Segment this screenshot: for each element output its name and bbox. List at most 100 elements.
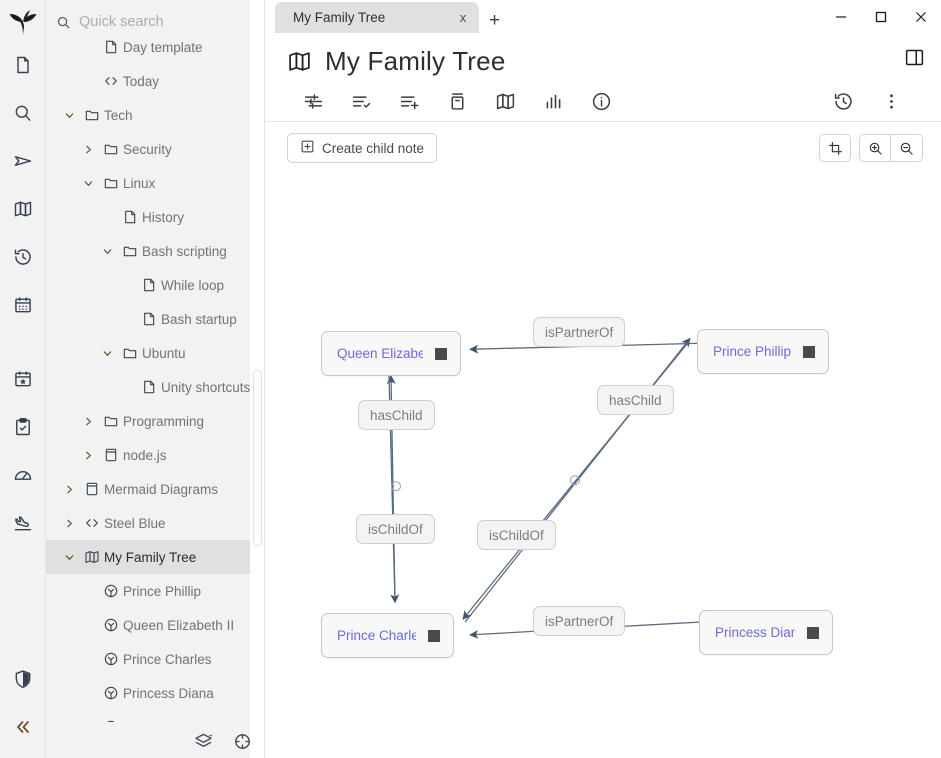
history-clock-icon[interactable] bbox=[6, 240, 40, 274]
relation-icon bbox=[99, 583, 123, 599]
layers-icon[interactable] bbox=[194, 732, 213, 751]
relation-edge-label-isPartnerOf[interactable]: isPartnerOf bbox=[533, 317, 626, 347]
sidebar-scrollbar-track[interactable] bbox=[250, 0, 264, 758]
tree-item-queen-elizabeth-ii[interactable]: Queen Elizabeth II bbox=[46, 608, 264, 642]
crosshair-icon[interactable] bbox=[233, 732, 252, 751]
tree-item-today[interactable]: Today bbox=[46, 64, 264, 98]
note-page-icon[interactable] bbox=[6, 48, 40, 82]
tree-item-programming[interactable]: Programming bbox=[46, 404, 264, 438]
send-icon[interactable] bbox=[6, 144, 40, 178]
tree-item-tech[interactable]: Tech bbox=[46, 98, 264, 132]
more-vertical-icon[interactable] bbox=[867, 84, 915, 118]
relation-node-charles[interactable]: Prince Charles bbox=[321, 613, 454, 658]
list-plus-icon[interactable] bbox=[385, 84, 433, 118]
relation-node-label: Prince Phillip bbox=[713, 344, 791, 359]
relation-edge-label-isChildOf[interactable]: isChildOf bbox=[356, 514, 435, 544]
tree-item-bash-scripting[interactable]: Bash scripting bbox=[46, 234, 264, 268]
relation-node-handle-icon[interactable] bbox=[428, 629, 440, 642]
relation-edge-label-isChildOf[interactable]: isChildOf bbox=[477, 520, 556, 550]
twisty-down-icon[interactable] bbox=[96, 348, 118, 359]
tree-item-prince-phillip[interactable]: Prince Phillip bbox=[46, 574, 264, 608]
tree-item-security[interactable]: Security bbox=[46, 132, 264, 166]
relation-edge-label-hasChild[interactable]: hasChild bbox=[358, 400, 435, 430]
bar-chart-icon[interactable] bbox=[529, 84, 577, 118]
relation-edge-label-hasChild[interactable]: hasChild bbox=[597, 385, 674, 415]
relation-node-diana[interactable]: Princess Diana bbox=[699, 610, 833, 655]
map-icon[interactable] bbox=[481, 84, 529, 118]
sidebar-scrollbar-thumb[interactable] bbox=[253, 370, 262, 546]
twisty-down-icon[interactable] bbox=[96, 246, 118, 257]
tree-item-label: My Family Tree bbox=[104, 549, 197, 565]
note-icon bbox=[137, 277, 161, 293]
twisty-right-icon[interactable] bbox=[58, 484, 80, 495]
tree-item-while-loop[interactable]: While loop bbox=[46, 268, 264, 302]
close-button[interactable] bbox=[901, 0, 941, 33]
tree-item-bash-startup[interactable]: Bash startup bbox=[46, 302, 264, 336]
tree-item-steel-blue[interactable]: Steel Blue bbox=[46, 506, 264, 540]
folder-icon bbox=[118, 243, 142, 259]
relation-node-phillip[interactable]: Prince Phillip bbox=[697, 329, 829, 374]
tree-item-my-family-tree[interactable]: My Family Tree bbox=[46, 540, 264, 574]
calendar-icon[interactable] bbox=[6, 288, 40, 322]
zoom-out-icon[interactable] bbox=[891, 134, 923, 162]
tree-item-label: Prince Charles bbox=[123, 651, 212, 667]
relation-node-handle-icon[interactable] bbox=[435, 347, 447, 360]
twisty-down-icon[interactable] bbox=[58, 552, 80, 563]
twisty-right-icon[interactable] bbox=[77, 416, 99, 427]
minimize-button[interactable] bbox=[821, 0, 861, 33]
map-icon[interactable] bbox=[6, 192, 40, 226]
relation-edge-label-isPartnerOf[interactable]: isPartnerOf bbox=[533, 606, 626, 636]
tree-item-node-js[interactable]: node.js bbox=[46, 438, 264, 472]
relation-node-handle-icon[interactable] bbox=[803, 345, 815, 358]
note-icon bbox=[118, 209, 142, 225]
shield-icon[interactable] bbox=[6, 662, 40, 696]
relation-node-label: Prince Charles bbox=[337, 628, 416, 643]
create-child-note-label: Create child note bbox=[322, 140, 425, 156]
relation-node-handle-icon[interactable] bbox=[807, 626, 819, 639]
toolbar-divider bbox=[265, 121, 941, 122]
new-tab-button[interactable]: + bbox=[489, 10, 501, 31]
tree-item-mermaid-diagrams[interactable]: Mermaid Diagrams bbox=[46, 472, 264, 506]
tree-item-unity-shortcuts[interactable]: Unity shortcuts bbox=[46, 370, 264, 404]
tree-item-p[interactable]: P bbox=[46, 710, 264, 722]
chevrons-left-icon[interactable] bbox=[6, 710, 40, 744]
info-icon[interactable] bbox=[577, 84, 625, 118]
sliders-icon[interactable] bbox=[289, 84, 337, 118]
create-child-note-button[interactable]: Create child note bbox=[287, 133, 438, 163]
twisty-right-icon[interactable] bbox=[58, 518, 80, 529]
tree-item-ubuntu[interactable]: Ubuntu bbox=[46, 336, 264, 370]
tree-item-princess-diana[interactable]: Princess Diana bbox=[46, 676, 264, 710]
tab-my-family-tree[interactable]: My Family Tree x bbox=[275, 2, 479, 33]
right-panel-icon[interactable] bbox=[904, 47, 925, 73]
relation-icon bbox=[99, 617, 123, 633]
tree-item-day-template[interactable]: Day template bbox=[46, 30, 264, 64]
tree-item-linux[interactable]: Linux bbox=[46, 166, 264, 200]
twisty-right-icon[interactable] bbox=[77, 144, 99, 155]
tree-item-history[interactable]: History bbox=[46, 200, 264, 234]
twisty-right-icon[interactable] bbox=[77, 450, 99, 461]
archive-icon[interactable] bbox=[433, 84, 481, 118]
twisty-down-icon[interactable] bbox=[58, 110, 80, 121]
clipboard-check-icon[interactable] bbox=[6, 410, 40, 444]
maximize-button[interactable] bbox=[861, 0, 901, 33]
relation-node-queen[interactable]: Queen Elizabeth II bbox=[321, 331, 461, 376]
list-check-icon[interactable] bbox=[337, 84, 385, 118]
code-icon bbox=[99, 73, 123, 89]
close-icon[interactable]: x bbox=[459, 10, 467, 25]
gauge-icon[interactable] bbox=[6, 458, 40, 492]
code-icon bbox=[80, 515, 104, 531]
zoom-in-icon[interactable] bbox=[859, 134, 891, 162]
search-input[interactable] bbox=[79, 14, 256, 30]
history-clock-icon[interactable] bbox=[819, 84, 867, 118]
tree-item-prince-charles[interactable]: Prince Charles bbox=[46, 642, 264, 676]
relation-icon bbox=[99, 685, 123, 701]
search-icon[interactable] bbox=[6, 96, 40, 130]
reset-zoom-icon[interactable] bbox=[819, 134, 851, 162]
twisty-down-icon[interactable] bbox=[77, 178, 99, 189]
plane-landing-icon[interactable] bbox=[6, 506, 40, 540]
tree-item-label: Mermaid Diagrams bbox=[104, 481, 219, 497]
quick-search-bar[interactable] bbox=[46, 0, 264, 44]
calendar-star-icon[interactable] bbox=[6, 362, 40, 396]
